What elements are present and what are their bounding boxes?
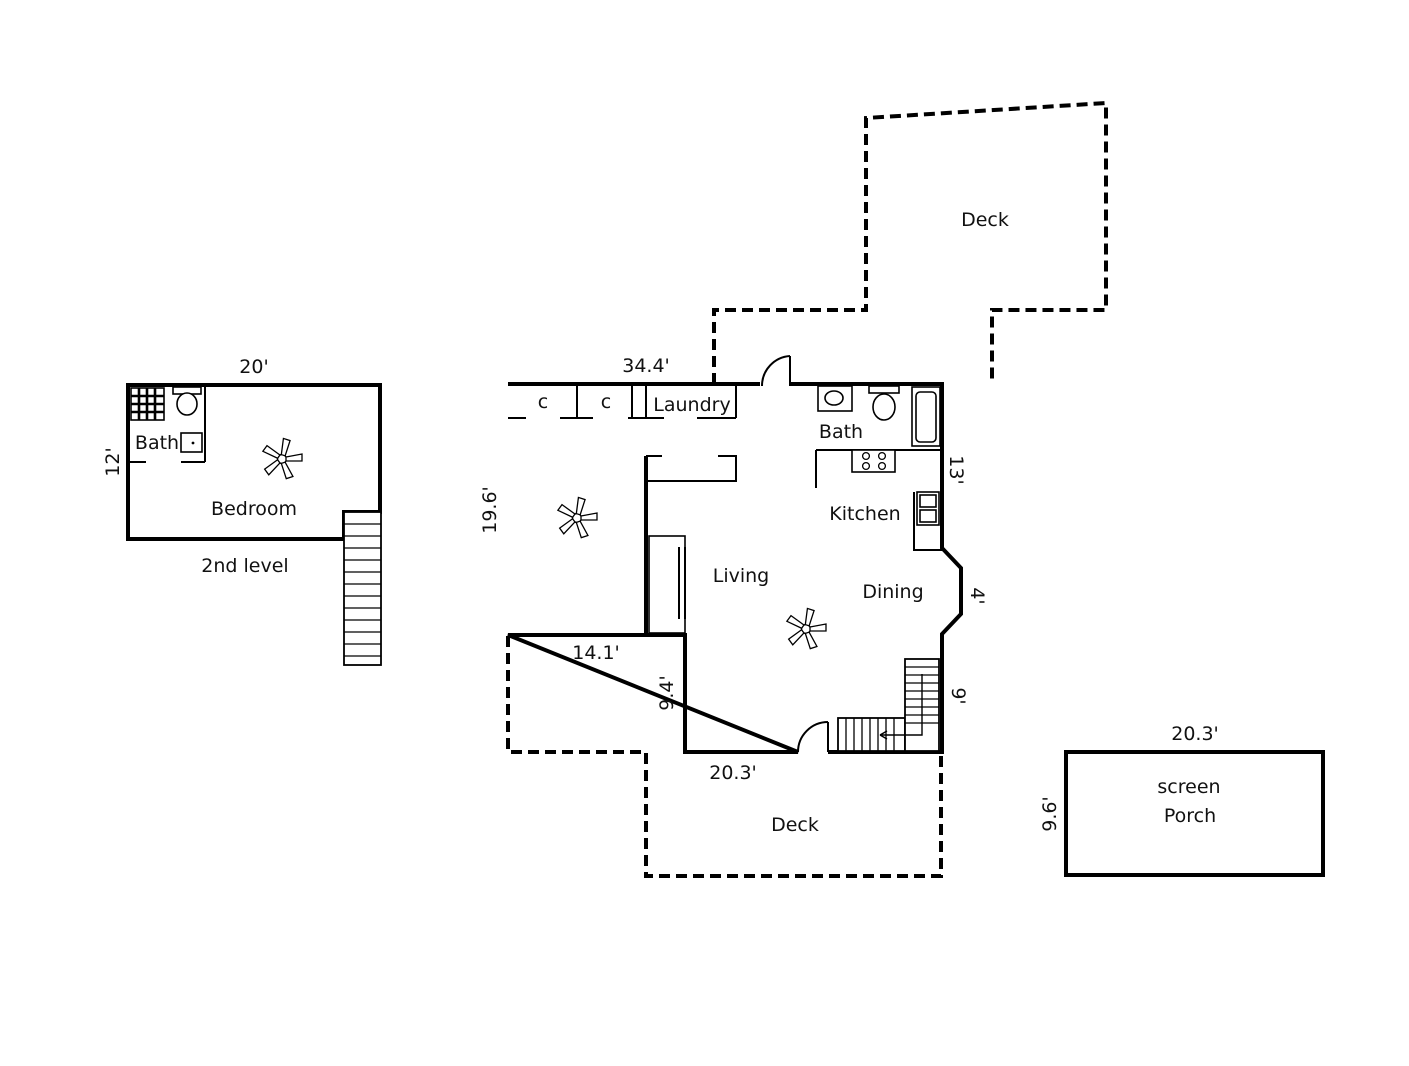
porch-depth-dim: 9.6': [1039, 796, 1061, 831]
bottom-width-dim: 20.3': [709, 762, 757, 784]
right-lower-dim: 9': [947, 687, 969, 704]
porch-label-line1: screen: [1157, 776, 1220, 798]
toilet-icon: [172, 386, 202, 416]
porch-width-dim: 20.3': [1171, 723, 1219, 745]
screen-porch-outline: [1064, 750, 1325, 877]
dining-label: Dining: [862, 581, 923, 603]
entry-door-bottom: [797, 721, 829, 753]
lower-deck: Deck: [506, 636, 943, 878]
closet-1-label: c: [538, 391, 548, 413]
offset-width-dim: 14.1': [572, 642, 620, 664]
second-level-depth-dim: 12': [102, 447, 124, 476]
closet-2-label: c: [601, 391, 611, 413]
bathtub-icon: [911, 386, 941, 447]
kitchen-sink-icon: [916, 491, 940, 526]
laundry-label: Laundry: [653, 394, 730, 416]
bath-sink-icon: [817, 385, 853, 412]
bath-toilet-icon: [868, 385, 900, 421]
shower-icon: [130, 387, 165, 421]
main-level-plan: 34.4' 19.6' 14.1' 9.4' 20.3' 13' 4' 9' c…: [479, 355, 988, 784]
sink-icon: [180, 432, 203, 453]
bay-dim: 4': [966, 587, 988, 604]
fireplace-icon: [648, 535, 686, 634]
second-level-width-dim: 20': [239, 356, 268, 378]
living-label: Living: [713, 565, 770, 587]
stove-icon: [851, 449, 896, 473]
second-level-bath-label: Bath: [135, 432, 179, 454]
entry-door-top: [760, 355, 791, 387]
offset-depth-dim: 9.4': [656, 675, 678, 710]
exterior-staircase: [343, 511, 382, 666]
main-bath-label: Bath: [819, 421, 863, 443]
screen-porch: 20.3' 9.6' screen Porch: [1039, 723, 1325, 877]
main-level-walls: [507, 382, 963, 754]
ceiling-fan-icon: [262, 437, 303, 480]
second-level-plan: 20' 12' Bath Bedroom 2nd level: [102, 356, 382, 666]
porch-label-line2: Porch: [1164, 805, 1216, 827]
interior-staircase: [837, 658, 940, 752]
upper-deck-label: Deck: [961, 209, 1009, 231]
upper-deck-outline: [712, 100, 1108, 384]
lower-deck-outline: [506, 636, 943, 878]
upper-deck: Deck: [712, 100, 1108, 384]
right-upper-dim: 13': [945, 455, 967, 484]
main-width-dim: 34.4': [622, 355, 670, 377]
bedroom-label: Bedroom: [211, 498, 297, 520]
living-fan-icon: [786, 607, 827, 650]
bedroom-fan-icon: [557, 496, 598, 539]
kitchen-label: Kitchen: [829, 503, 900, 525]
main-left-dim: 19.6': [479, 486, 501, 534]
second-level-caption: 2nd level: [201, 555, 288, 577]
lower-deck-label: Deck: [771, 814, 819, 836]
